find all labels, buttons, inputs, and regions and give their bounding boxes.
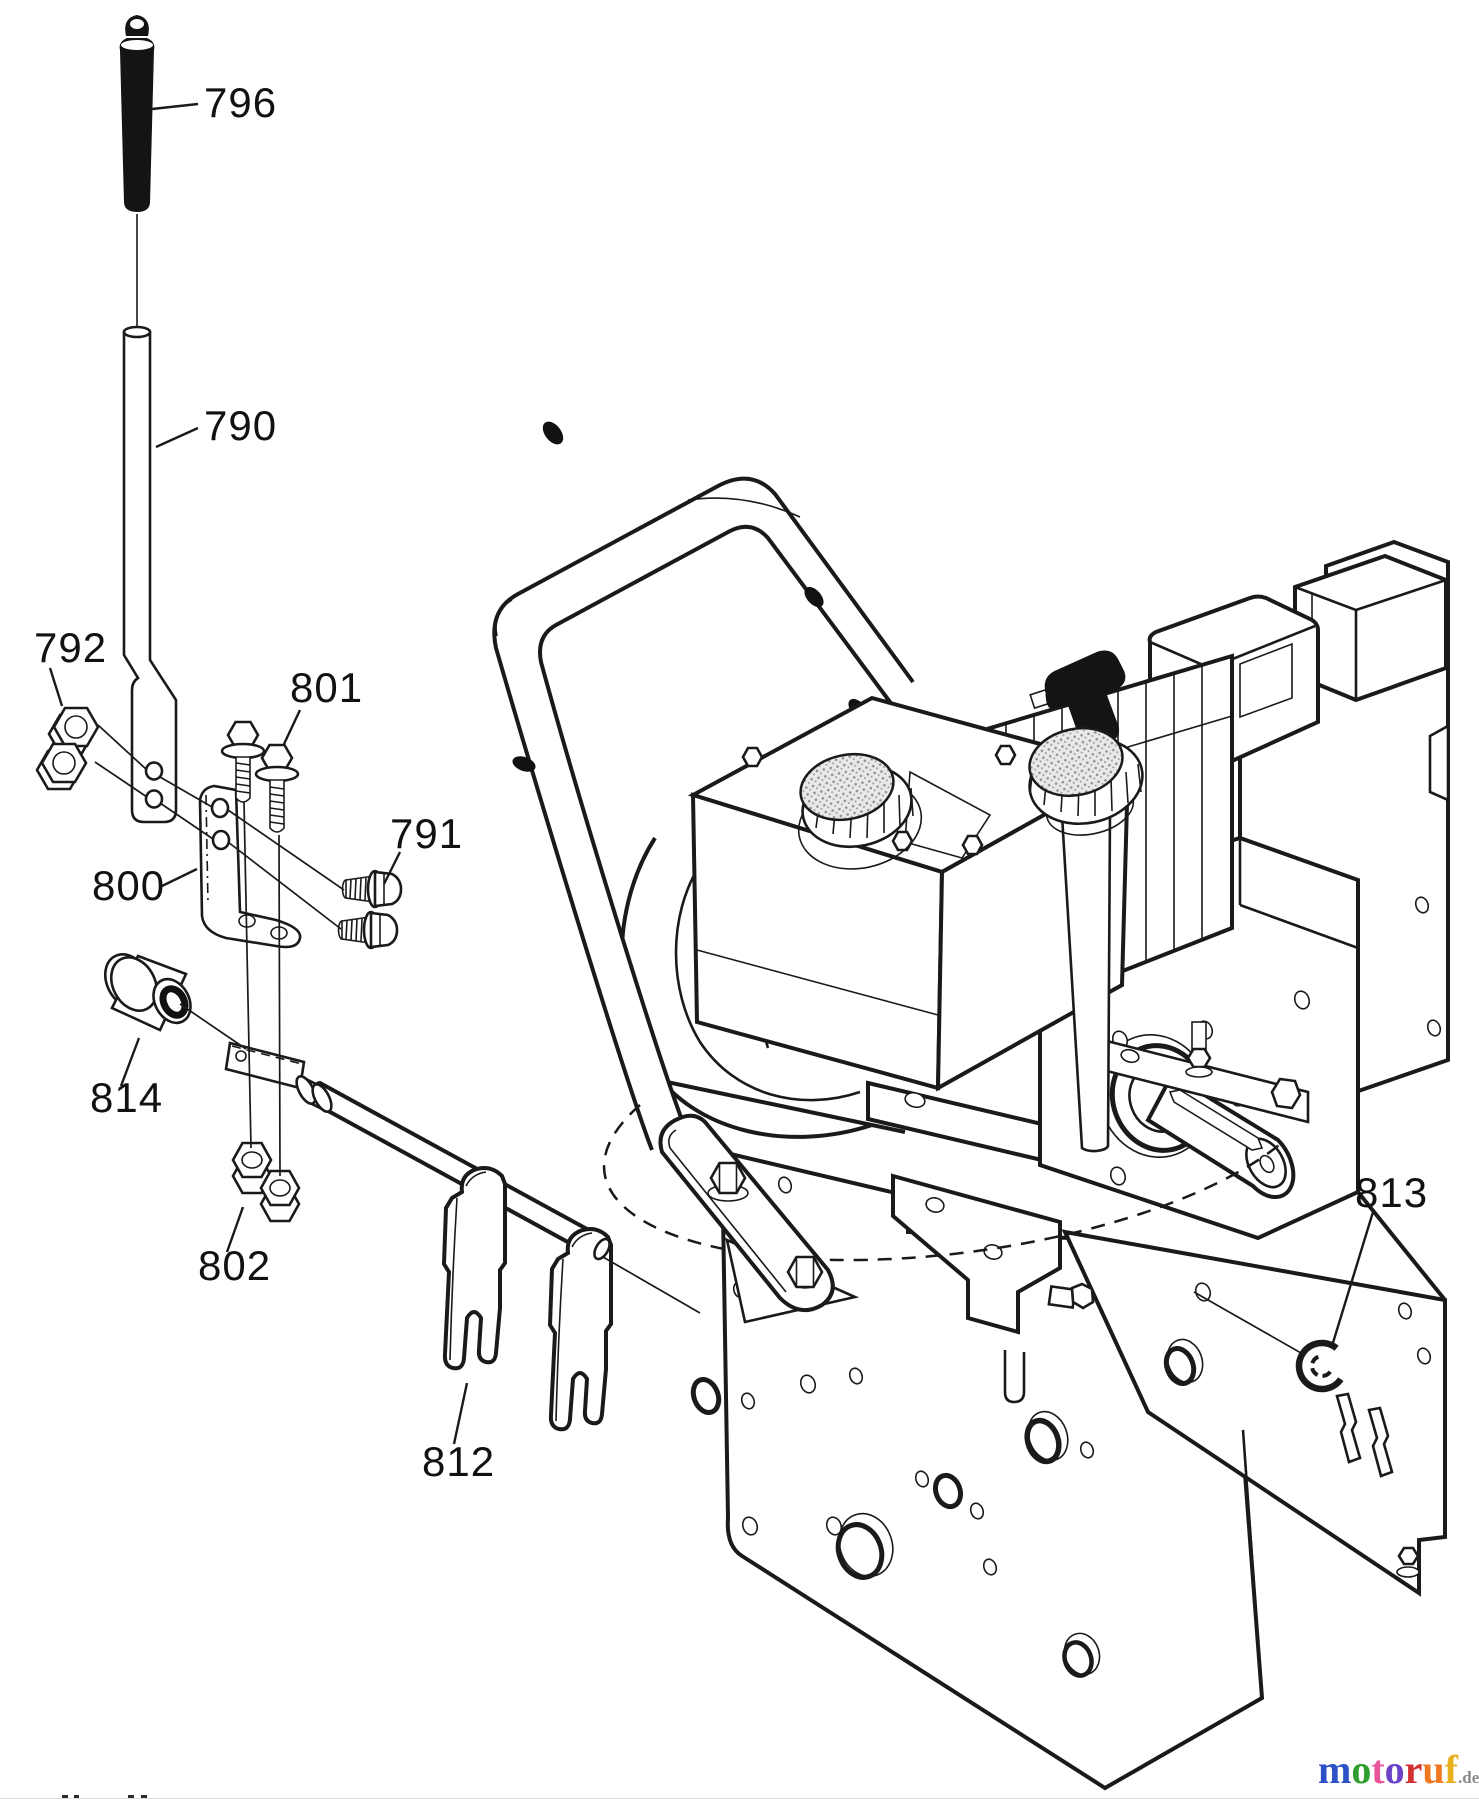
- callout-labels: 796 790 792 801 800 791 814 802 812 813: [34, 79, 1428, 1485]
- bolt-791-a: [341, 869, 403, 909]
- belt-path-dashed: [602, 1104, 1286, 1262]
- callout-790: 790: [204, 402, 277, 449]
- grip-796: [119, 15, 155, 330]
- nuts-802: [231, 1141, 301, 1223]
- logo-letter: t: [1371, 1747, 1385, 1792]
- callout-813: 813: [1355, 1169, 1428, 1216]
- rail-end-bolt: [1047, 1282, 1095, 1310]
- shift-rod-790: [122, 325, 178, 824]
- callout-792: 792: [34, 624, 107, 671]
- bolts-791: [337, 869, 403, 950]
- callout-801: 801: [290, 664, 363, 711]
- tank-bolts: [741, 744, 1017, 856]
- panel-corner-bolt: [1396, 1546, 1420, 1578]
- callout-791: 791: [390, 810, 463, 857]
- shaft-end: [593, 1237, 611, 1261]
- bolt-791-b: [337, 910, 399, 950]
- keyway: [1168, 1089, 1264, 1151]
- frame-tab: [1003, 1350, 1026, 1404]
- nut-802-b: [259, 1169, 301, 1223]
- spark-plug-boot: [1029, 650, 1126, 749]
- nuts-792: [35, 706, 100, 791]
- lever-bolt-upper: [707, 1161, 749, 1202]
- logo-letter: o: [1384, 1747, 1405, 1792]
- panel-holes: [1194, 1282, 1432, 1365]
- fuel-cap: [797, 752, 923, 870]
- projection-lines: [94, 724, 1302, 1354]
- fork-right: [547, 1227, 613, 1432]
- oil-fill-tube: [1060, 810, 1112, 1153]
- handle-loop: [492, 421, 915, 1151]
- oil-fill: [1028, 727, 1144, 1153]
- lever-nut-lower: [786, 1255, 824, 1289]
- gusset-plate: [1428, 723, 1450, 803]
- e-clip-813: [1295, 1339, 1349, 1393]
- selector-shaft: [224, 1041, 610, 1261]
- callout-802: 802: [198, 1242, 271, 1289]
- shaft-collar: [295, 1075, 333, 1113]
- bracket-800: [198, 784, 302, 949]
- shift-forks-812: [441, 1166, 613, 1432]
- pto-shaft: [1145, 1072, 1296, 1200]
- logo-letter: u: [1422, 1747, 1445, 1792]
- motoruf-watermark: motoruf.de: [1318, 1750, 1479, 1798]
- panel-slots: [1335, 1392, 1394, 1478]
- scan-edge-line: [0, 1798, 1479, 1799]
- logo-letter: o: [1351, 1747, 1372, 1792]
- callout-812: 812: [422, 1438, 495, 1485]
- oil-cap: [1028, 727, 1144, 826]
- logo-letter: f: [1444, 1747, 1458, 1792]
- callout-814: 814: [90, 1074, 163, 1121]
- fork-left: [441, 1166, 507, 1371]
- bell-crank-lever: [658, 1113, 860, 1324]
- callout-796: 796: [204, 79, 277, 126]
- logo-letter: m: [1318, 1747, 1352, 1792]
- callout-leaders: [48, 102, 1375, 1445]
- bushing-814: [103, 953, 192, 1032]
- crankcase-strap: [1093, 1021, 1310, 1124]
- logo-tld: .de: [1458, 1768, 1479, 1787]
- nut-802-a: [231, 1141, 273, 1195]
- callout-800: 800: [92, 862, 165, 909]
- handle-loop-holes: [512, 421, 868, 772]
- logo-letter: r: [1404, 1747, 1423, 1792]
- bolt-801-b: [254, 743, 300, 833]
- frame-holes: [690, 1176, 1204, 1678]
- bolt-801-a: [220, 720, 266, 803]
- crankcase: [1038, 835, 1447, 1302]
- bolts-801: [220, 720, 300, 833]
